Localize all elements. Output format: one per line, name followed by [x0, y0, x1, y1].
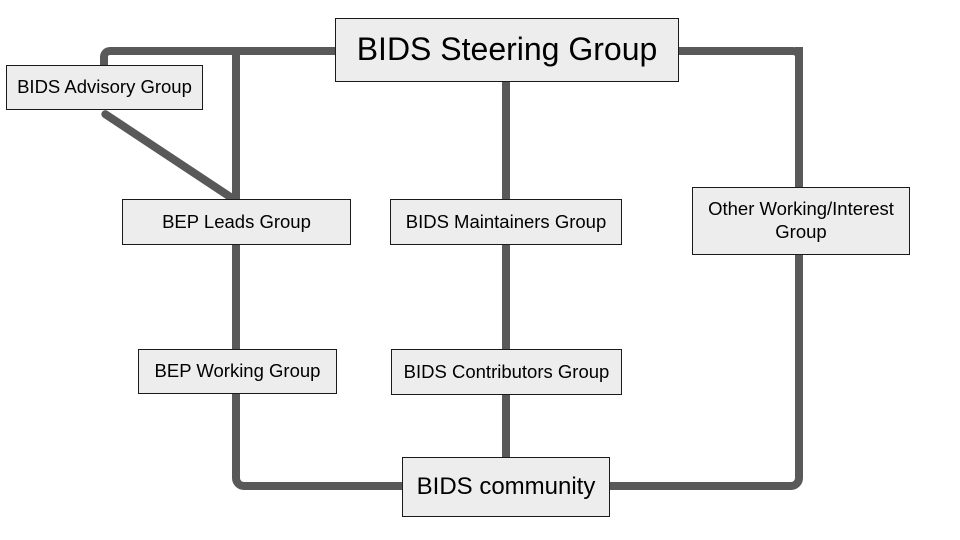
connector-steering-maintainers-contributors-community: [502, 78, 510, 462]
node-label-bep-working-group: BEP Working Group: [154, 360, 321, 382]
node-label-bids-community: BIDS community: [416, 473, 596, 501]
node-other-working-interest-group: Other Working/Interest Group: [692, 187, 910, 255]
node-label-bep-leads-group: BEP Leads Group: [162, 210, 311, 232]
node-bids-maintainers-group: BIDS Maintainers Group: [390, 199, 622, 245]
node-bids-community: BIDS community: [402, 457, 610, 517]
node-label-bids-maintainers-group: BIDS Maintainers Group: [405, 210, 607, 232]
node-label-bids-contributors-group: BIDS Contributors Group: [403, 360, 610, 382]
node-label-bids-advisory-group: BIDS Advisory Group: [17, 76, 192, 98]
node-label-bids-steering-group: BIDS Steering Group: [356, 31, 658, 68]
connector-outer-loop-to-community: [232, 47, 803, 490]
node-label-other-working-interest-group: Other Working/Interest Group: [708, 198, 894, 242]
node-bids-contributors-group: BIDS Contributors Group: [391, 349, 622, 395]
node-bep-working-group: BEP Working Group: [138, 349, 337, 394]
node-bids-advisory-group: BIDS Advisory Group: [6, 65, 203, 110]
node-bids-steering-group: BIDS Steering Group: [335, 18, 679, 82]
connector-steering-to-advisory-and-leads: [100, 47, 337, 65]
node-bep-leads-group: BEP Leads Group: [122, 199, 351, 245]
connector-advisory-to-bep-leads: [99, 108, 238, 204]
